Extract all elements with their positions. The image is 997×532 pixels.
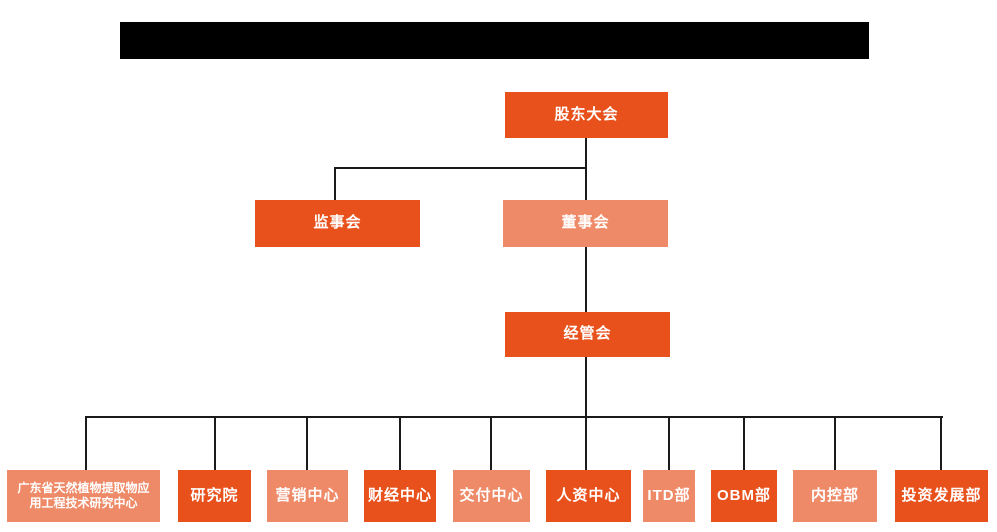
org-node-dept-obm: OBM部 (711, 470, 777, 522)
org-node-dept-hr-center: 人资中心 (546, 470, 631, 522)
org-node-dept-internal-control: 内控部 (793, 470, 877, 522)
org-node-dept-research-center: 广东省天然植物提取物应用工程技术研究中心 (7, 470, 160, 522)
redacted-title-bar (120, 22, 869, 59)
org-node-dept-investment-development: 投资发展部 (895, 470, 988, 522)
org-node-shareholders-meeting: 股东大会 (505, 92, 668, 138)
connector-dept-drop-6 (585, 416, 587, 470)
org-node-dept-marketing-center: 营销中心 (267, 470, 348, 522)
org-node-dept-research-institute: 研究院 (178, 470, 251, 522)
connector-dept-drop-5 (490, 416, 492, 470)
connector-root-to-level2 (585, 138, 587, 200)
connector-supervisory-drop (334, 167, 336, 200)
org-node-dept-finance-center: 财经中心 (364, 470, 436, 522)
connector-departments-bus (85, 416, 943, 418)
connector-dept-drop-7 (668, 416, 670, 470)
connector-management-to-bus (585, 357, 587, 417)
connector-board-to-management (585, 247, 587, 312)
org-node-dept-itd: ITD部 (643, 470, 695, 522)
org-node-management-committee: 经管会 (505, 312, 670, 357)
connector-dept-drop-3 (306, 416, 308, 470)
org-node-supervisory-board: 监事会 (255, 200, 420, 247)
connector-dept-drop-4 (399, 416, 401, 470)
connector-dept-drop-2 (214, 416, 216, 470)
connector-level2-horizontal (334, 167, 587, 169)
connector-dept-drop-9 (834, 416, 836, 470)
connector-dept-drop-1 (85, 416, 87, 470)
org-node-board-of-directors: 董事会 (503, 200, 668, 247)
connector-dept-drop-10 (940, 416, 942, 470)
connector-dept-drop-8 (743, 416, 745, 470)
org-node-dept-delivery-center: 交付中心 (453, 470, 530, 522)
